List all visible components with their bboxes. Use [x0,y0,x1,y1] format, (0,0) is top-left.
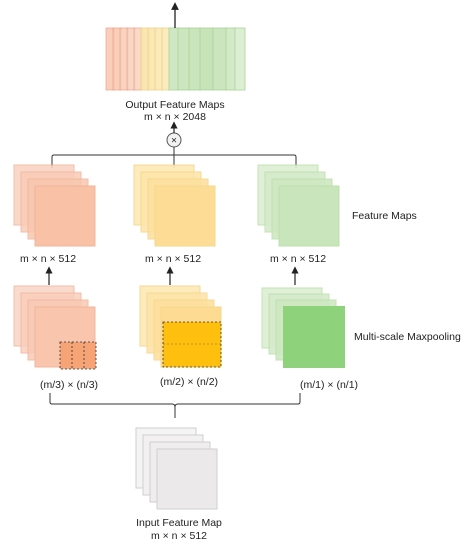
output-feature-map-stack [105,27,246,91]
branch-left-dims: m × n × 512 [20,253,76,265]
input-dims: m × n × 512 [151,530,207,542]
output-dims: m × n × 2048 [144,111,206,123]
maxpool-label: Multi-scale Maxpooling [354,331,461,343]
pool-window-right [283,306,345,368]
input-title: Input Feature Map [136,517,222,529]
pooling-stack-left [13,285,97,370]
concat-symbol: × [171,136,177,147]
pool-window-left [60,342,96,369]
input-feature-map-stack [135,427,218,510]
feature-maps-label: Feature Maps [352,210,417,222]
feature-map-stack-center [133,164,216,247]
input-brace [49,393,301,418]
branch-center-dims: m × n × 512 [145,253,201,265]
pool-window-center [163,322,221,367]
branch-right-dims: m × n × 512 [270,253,326,265]
output-title: Output Feature Maps [125,99,224,111]
pooling-stack-right [261,287,345,368]
pooling-stack-center [139,285,222,368]
branch-center-pool-label: (m/2) × (n/2) [160,376,218,388]
feature-map-stack-right [257,164,340,247]
feature-map-stack-left [13,164,96,247]
branch-left-pool-label: (m/3) × (n/3) [40,379,98,391]
branch-right-pool-label: (m/1) × (n/1) [300,379,358,391]
